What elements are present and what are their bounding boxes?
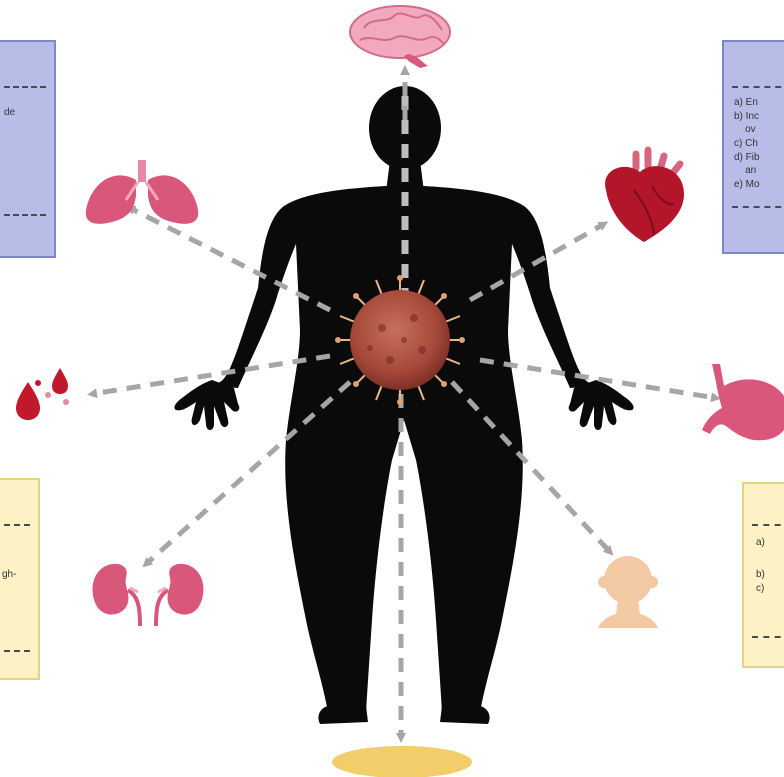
virus-icon: [335, 275, 465, 405]
blood-drops-icon: [16, 368, 69, 420]
kidneys-icon: [92, 564, 203, 626]
stomach-icon: [702, 364, 784, 440]
heart-icon: [605, 150, 684, 242]
brain-icon: [350, 6, 450, 68]
infant-head-icon: [598, 556, 658, 628]
placenta-icon: [332, 746, 472, 777]
lungs-icon: [86, 160, 198, 224]
